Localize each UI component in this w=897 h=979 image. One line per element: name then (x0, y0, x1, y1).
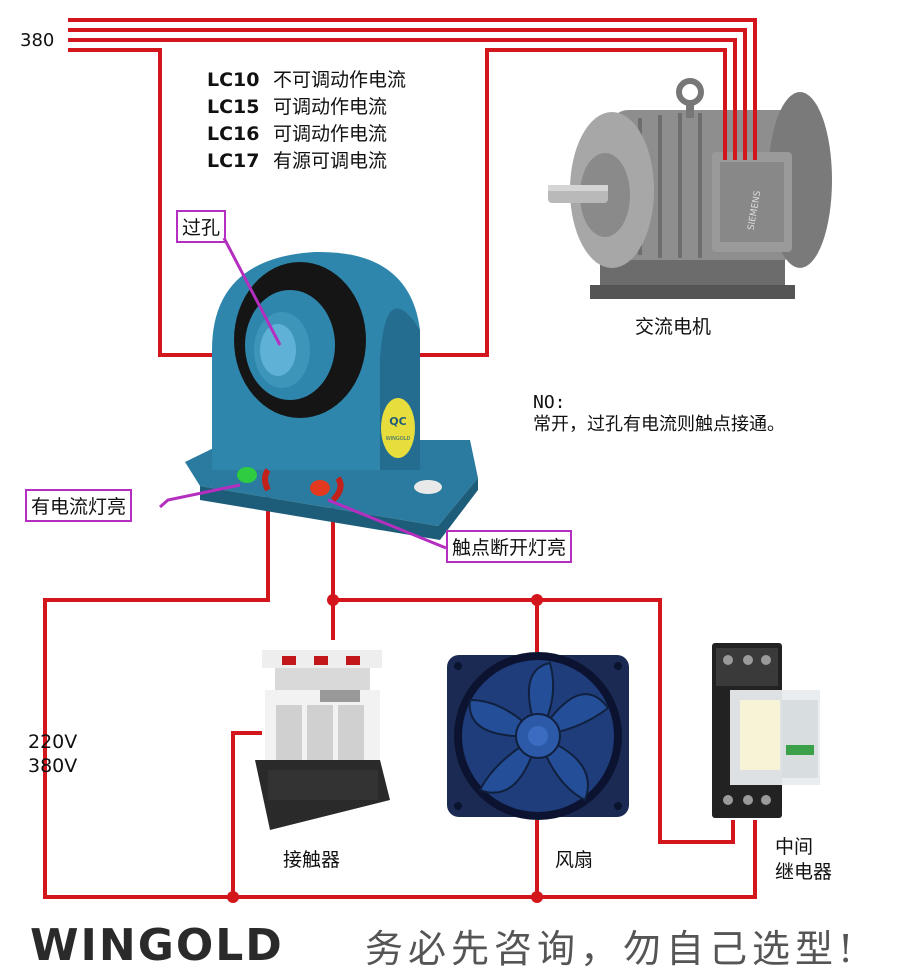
fan-label: 风扇 (555, 849, 594, 871)
hole-callout: 过孔 (176, 210, 227, 243)
footer-slogan: 务必先咨询，勿自己选型! (365, 927, 859, 971)
relay-label: 中间 继电器 (775, 835, 832, 885)
wiring (43, 18, 757, 899)
relay-image (712, 643, 820, 818)
contact-open-led-callout: 触点断开灯亮 (446, 530, 573, 563)
contact-note: NO: 常开，过孔有电流则触点接通。 (533, 392, 785, 436)
model-code: LC15 (207, 96, 260, 118)
model-row: LC10 不可调动作电流 (207, 67, 406, 94)
model-code: LC16 (207, 123, 260, 145)
current-led-callout: 有电流灯亮 (25, 489, 133, 522)
model-desc: 可调动作电流 (273, 123, 388, 145)
contactor-image (255, 650, 390, 830)
load-voltage-label: 220V 380V (28, 730, 77, 778)
fan-image (447, 652, 629, 820)
sensor-sublogo: WINGOLD (386, 436, 411, 442)
model-row: LC16 可调动作电流 (207, 121, 406, 148)
model-code: LC10 (207, 69, 260, 91)
supply-voltage-label: 380 (20, 30, 55, 51)
contact-note-title: NO: (533, 392, 566, 413)
relay-label-line1: 中间 (775, 836, 814, 858)
sensor-model-list: LC10 不可调动作电流 LC15 可调动作电流 LC16 可调动作电流 LC17 有源… (207, 67, 406, 175)
model-code: LC17 (207, 150, 260, 172)
model-desc: 有源可调电流 (273, 150, 388, 172)
load-voltage-380: 380V (28, 755, 78, 777)
sensor-logo: QC (389, 415, 406, 428)
ac-motor-image: SIEMENS (548, 78, 832, 299)
current-sensor-image: QC WINGOLD (185, 251, 478, 540)
model-desc: 可调动作电流 (273, 96, 388, 118)
contactor-label: 接触器 (283, 849, 341, 871)
wire-junctions (227, 594, 543, 903)
footer-brand-logo: WINGOLD (30, 920, 284, 971)
model-desc: 不可调动作电流 (273, 69, 407, 91)
contact-note-text: 常开，过孔有电流则触点接通。 (533, 414, 785, 435)
model-row: LC15 可调动作电流 (207, 94, 406, 121)
relay-label-line2: 继电器 (775, 861, 833, 883)
model-row: LC17 有源可调电流 (207, 148, 406, 175)
motor-label: 交流电机 (635, 316, 712, 338)
load-voltage-220: 220V (28, 731, 78, 753)
